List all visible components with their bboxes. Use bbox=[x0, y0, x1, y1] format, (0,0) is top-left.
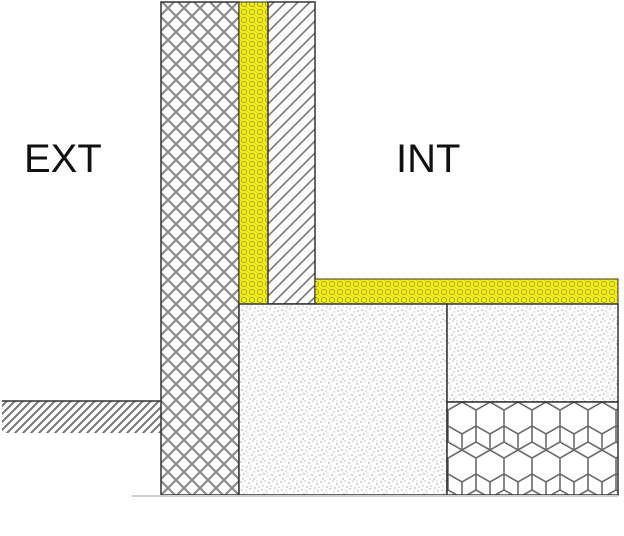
interior-label: INT bbox=[396, 137, 460, 181]
floor-insulation bbox=[314, 278, 619, 305]
wall-insulation bbox=[238, 1, 269, 305]
inner-wall-hatch bbox=[267, 1, 316, 305]
masonry-wall bbox=[160, 1, 240, 496]
ground-hatch bbox=[2, 401, 161, 433]
concrete-foundation bbox=[238, 303, 448, 496]
hexagon-fill bbox=[446, 401, 619, 496]
exterior-label: EXT bbox=[24, 137, 102, 181]
concrete-slab bbox=[446, 303, 619, 403]
